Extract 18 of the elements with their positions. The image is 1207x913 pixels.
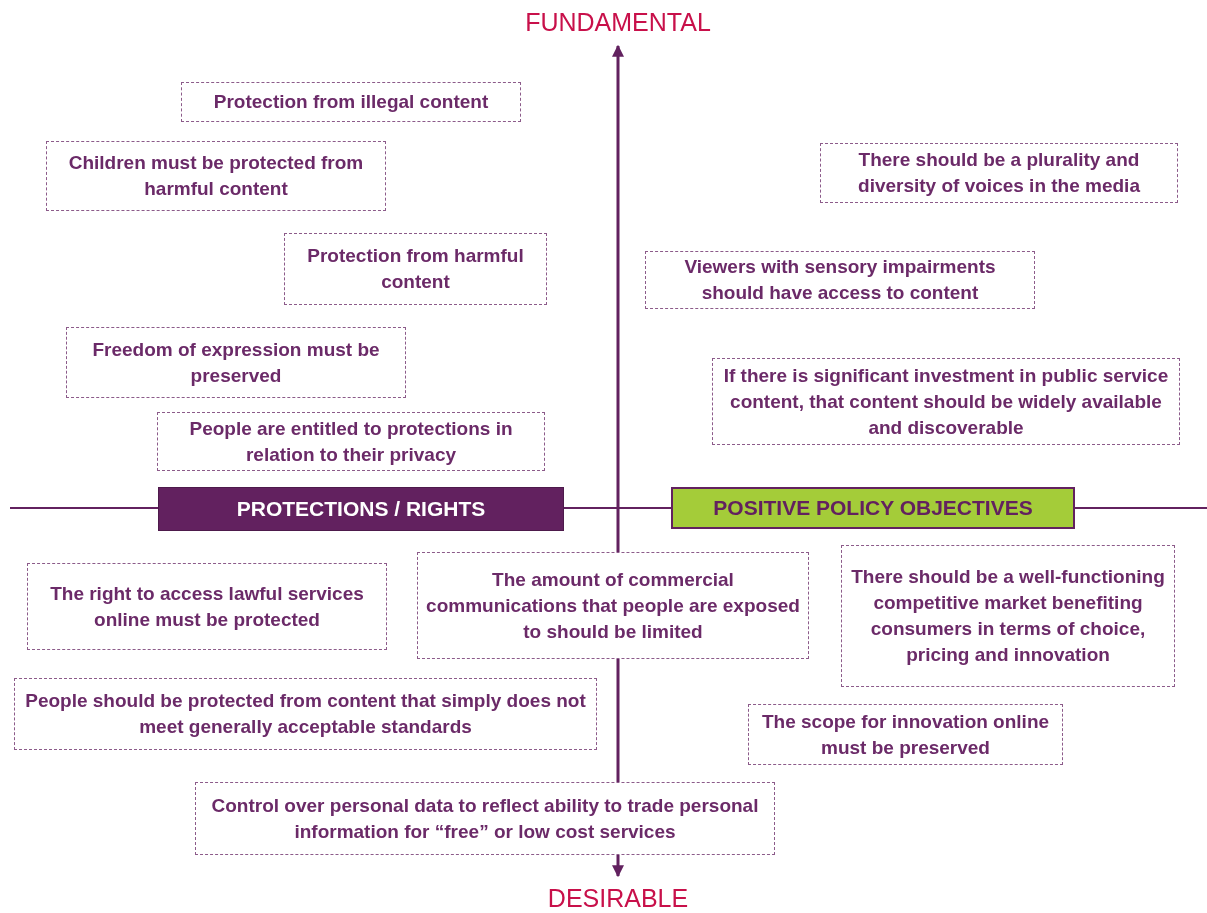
statement-text: People are entitled to protections in relation to their privacy xyxy=(157,412,545,471)
category-band: POSITIVE POLICY OBJECTIVES xyxy=(671,487,1075,529)
statement-text: There should be a well-functioning competitive market benefiting consumers in terms of choice, pricing and innovation xyxy=(841,545,1175,687)
statement-text: The scope for innovation online must be preserved xyxy=(748,704,1063,765)
statement-text: Protection from harmful content xyxy=(284,233,547,305)
statement-text: Protection from illegal content xyxy=(181,82,521,122)
statement-text: People should be protected from content that simply does not meet generally acceptable standards xyxy=(14,678,597,750)
statement-text: Children must be protected from harmful content xyxy=(46,141,386,211)
statement-text: If there is significant investment in public service content, that content should be widely available and discoverable xyxy=(712,358,1180,445)
statement-text: The amount of commercial communications that people are exposed to should be limited xyxy=(417,552,809,659)
statement-text: Freedom of expression must be preserved xyxy=(66,327,406,398)
axis-label: FUNDAMENTAL xyxy=(525,8,711,37)
statement-text: Viewers with sensory impairments should have access to content xyxy=(645,251,1035,309)
category-band: PROTECTIONS / RIGHTS xyxy=(158,487,564,531)
axis-label: DESIRABLE xyxy=(547,884,689,913)
statement-text: There should be a plurality and diversity of voices in the media xyxy=(820,143,1178,203)
statement-text: Control over personal data to reflect ability to trade personal information for “free” or low cost services xyxy=(195,782,775,855)
statement-text: The right to access lawful services online must be protected xyxy=(27,563,387,650)
